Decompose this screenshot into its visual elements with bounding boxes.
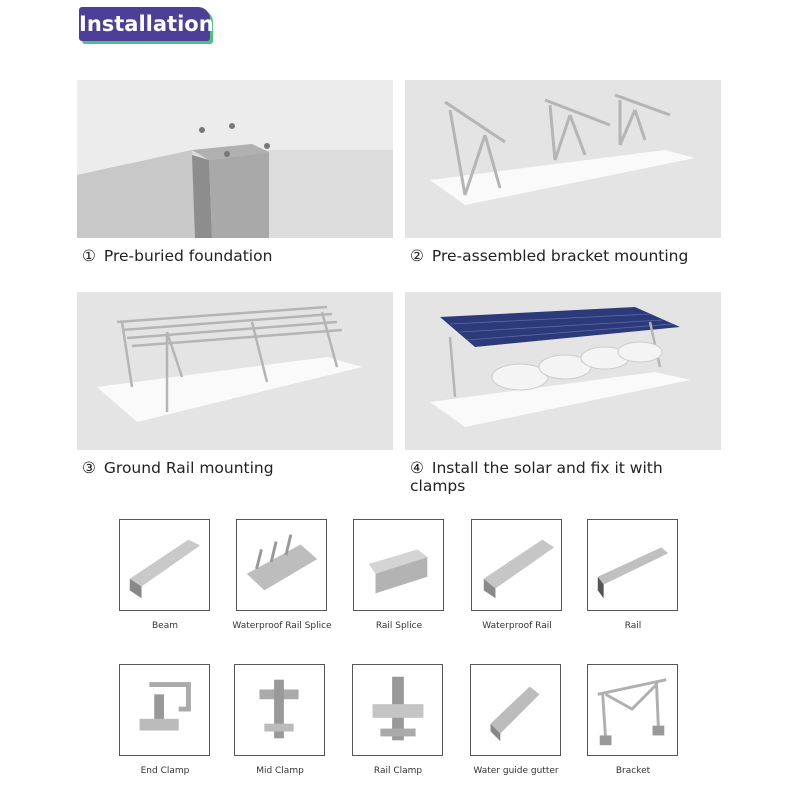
part-label-rail-splice: Rail Splice [375, 621, 423, 631]
part-image-mid-clamp [234, 664, 325, 756]
part-label-end-clamp: End Clamp [140, 766, 190, 776]
part-image-end-clamp [119, 664, 210, 756]
part-label-bracket: Bracket [615, 766, 651, 776]
part-label-water-guide-gutter: Water guide gutter [473, 766, 559, 776]
part-image-waterproof-rail [471, 519, 562, 611]
part-image-rail-splice [353, 519, 444, 611]
part-label-waterproof-rail-splice: Waterproof Rail Splice [232, 621, 332, 631]
section-title-badge: Installation [79, 7, 214, 41]
part-image-rail [587, 519, 678, 611]
part-image-water-guide-gutter [470, 664, 561, 756]
part-image-bracket [587, 664, 678, 756]
part-image-rail-clamp [352, 664, 443, 756]
part-image-beam [119, 519, 210, 611]
part-label-beam: Beam [152, 621, 178, 631]
step-image-bracket [405, 80, 721, 238]
step-image-rail [77, 292, 393, 450]
part-label-waterproof-rail: Waterproof Rail [482, 621, 552, 631]
part-image-waterproof-rail-splice [236, 519, 327, 611]
part-label-mid-clamp: Mid Clamp [256, 766, 304, 776]
part-label-rail: Rail [624, 621, 642, 631]
step-image-solar [405, 292, 721, 450]
part-label-rail-clamp: Rail Clamp [373, 766, 423, 776]
step-image-foundation [77, 80, 393, 238]
